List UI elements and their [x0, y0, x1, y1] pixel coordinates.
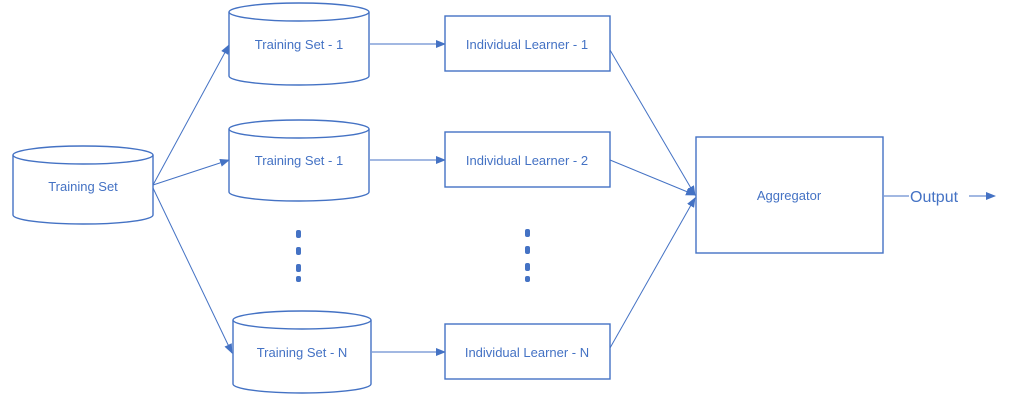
edge-source-to-set-2: [152, 159, 230, 186]
training-set-2-label: Training Set - 1: [255, 153, 343, 168]
training-set-2-cylinder: Training Set - 1: [228, 119, 370, 202]
ellipsis-dot: [525, 246, 530, 254]
learner-1-box: Individual Learner - 1: [444, 15, 611, 72]
edge-source-to-set-1: [152, 44, 230, 186]
ellipsis-dot: [296, 247, 301, 255]
output-label: Output: [910, 189, 959, 206]
aggregator-label: Aggregator: [757, 188, 822, 203]
learner-2-box: Individual Learner - 2: [444, 131, 611, 188]
source-training-set-cylinder: Training Set: [12, 145, 154, 225]
ellipsis-dot: [525, 263, 530, 271]
learner-1-label: Individual Learner - 1: [466, 37, 588, 52]
training-set-n-cylinder: Training Set - N: [232, 310, 372, 394]
edge-learner-2-to-aggregator: [609, 159, 696, 196]
training-sets-ellipsis: [296, 230, 301, 282]
source-training-set-label: Training Set: [48, 179, 118, 194]
edge-learner-1-to-aggregator: [609, 49, 696, 196]
learner-2-label: Individual Learner - 2: [466, 153, 588, 168]
training-set-n-label: Training Set - N: [257, 345, 348, 360]
learner-n-box: Individual Learner - N: [444, 323, 611, 380]
training-set-1-label: Training Set - 1: [255, 37, 343, 52]
edges: [152, 40, 996, 356]
ellipsis-dot: [525, 276, 530, 282]
edge-source-to-set-n: [152, 187, 233, 354]
ellipsis-dot: [296, 276, 301, 282]
training-set-1-cylinder: Training Set - 1: [228, 2, 370, 86]
learners-ellipsis: [525, 229, 530, 282]
aggregator-box: Aggregator: [695, 136, 884, 254]
learner-n-label: Individual Learner - N: [465, 345, 589, 360]
ellipsis-dot: [296, 264, 301, 272]
edge-learner-n-to-aggregator: [609, 197, 696, 349]
ellipsis-dot: [525, 229, 530, 237]
ellipsis-dot: [296, 230, 301, 238]
